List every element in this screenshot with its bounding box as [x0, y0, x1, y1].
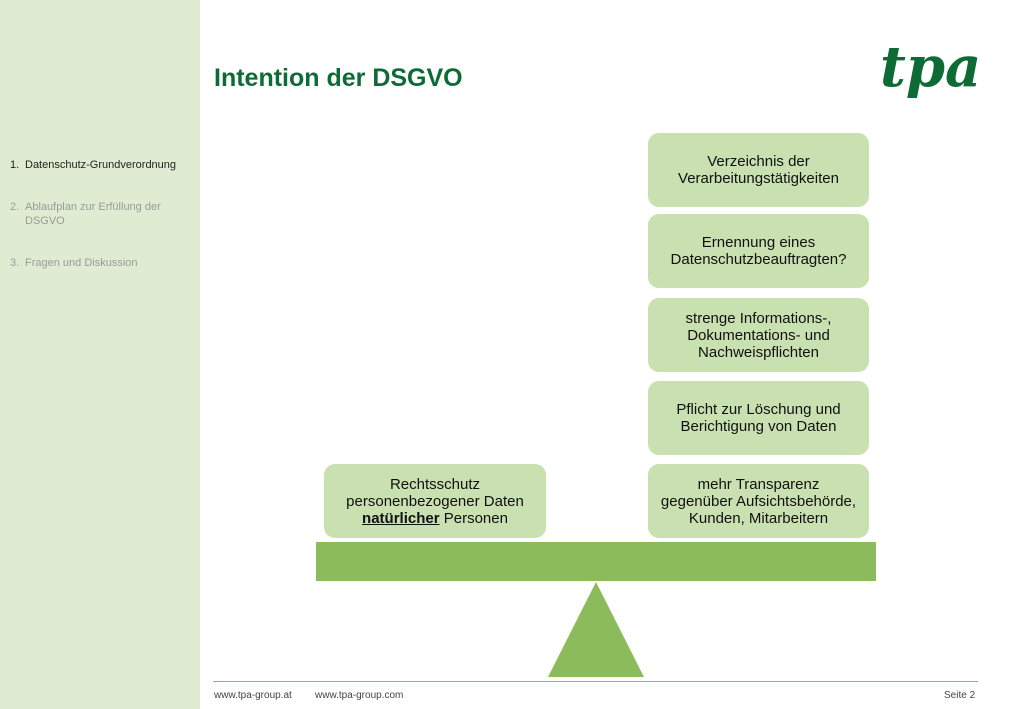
right-box-text: mehr Transparenz gegenüber Aufsichtsbehö… — [660, 475, 857, 527]
right-box-text: Pflicht zur Löschung und Berichtigung vo… — [676, 401, 841, 435]
left-box-line1: Rechtsschutz — [389, 475, 481, 493]
right-box-pflichten: strenge Informations-, Dokumentations- u… — [648, 298, 869, 372]
sidebar-item-label: Fragen und Diskussion — [25, 257, 138, 269]
right-box-ernennung: Ernennung eines Datenschutzbeauftragten? — [648, 214, 869, 288]
left-box-line2: personenbezogener Daten — [346, 492, 524, 510]
sidebar-item-number: 1. — [10, 159, 20, 171]
sidebar-item-label: Datenschutz-Grundverordnung — [25, 159, 177, 171]
right-box-text: Verzeichnis der Verarbeitungstätigkeiten — [678, 153, 839, 187]
tpa-logo: tpa — [880, 34, 978, 100]
page-number: Seite 2 — [944, 690, 976, 701]
sidebar-item-fragen[interactable]: 3. Fragen und Diskussion — [10, 256, 190, 270]
right-box-text: Ernennung eines Datenschutzbeauftragten? — [670, 234, 847, 268]
left-box-line3: Personen — [439, 509, 508, 527]
sidebar-item-number: 2. — [10, 201, 20, 213]
footer-divider — [213, 681, 978, 682]
page-title: Intention der DSGVO — [214, 64, 463, 92]
footer-link-com[interactable]: www.tpa-group.com — [315, 690, 404, 701]
footer-link-at[interactable]: www.tpa-group.at — [214, 690, 292, 701]
sidebar-item-ablaufplan[interactable]: 2. Ablaufplan zur Erfüllung der DSGVO — [10, 200, 190, 228]
right-box-verzeichnis: Verzeichnis der Verarbeitungstätigkeiten — [648, 133, 869, 207]
scale-fulcrum — [548, 582, 644, 677]
right-box-transparenz: mehr Transparenz gegenüber Aufsichtsbehö… — [648, 464, 869, 538]
left-scale-box: Rechtsschutz personenbezogener Daten nat… — [324, 464, 546, 538]
scale-beam — [316, 542, 876, 581]
sidebar: 1. Datenschutz-Grundverordnung 2. Ablauf… — [0, 0, 200, 709]
right-box-text: strenge Informations-, Dokumentations- u… — [685, 309, 832, 361]
sidebar-item-datenschutz[interactable]: 1. Datenschutz-Grundverordnung — [10, 158, 190, 172]
left-box-text: Rechtsschutz personenbezogener Daten nat… — [346, 476, 524, 527]
right-box-loeschung: Pflicht zur Löschung und Berichtigung vo… — [648, 381, 869, 455]
left-box-emphasis: natürlicher — [362, 509, 440, 527]
sidebar-item-number: 3. — [10, 257, 20, 269]
logo-text: tpa — [880, 34, 978, 100]
sidebar-item-label: Ablaufplan zur Erfüllung der DSGVO — [25, 201, 161, 227]
